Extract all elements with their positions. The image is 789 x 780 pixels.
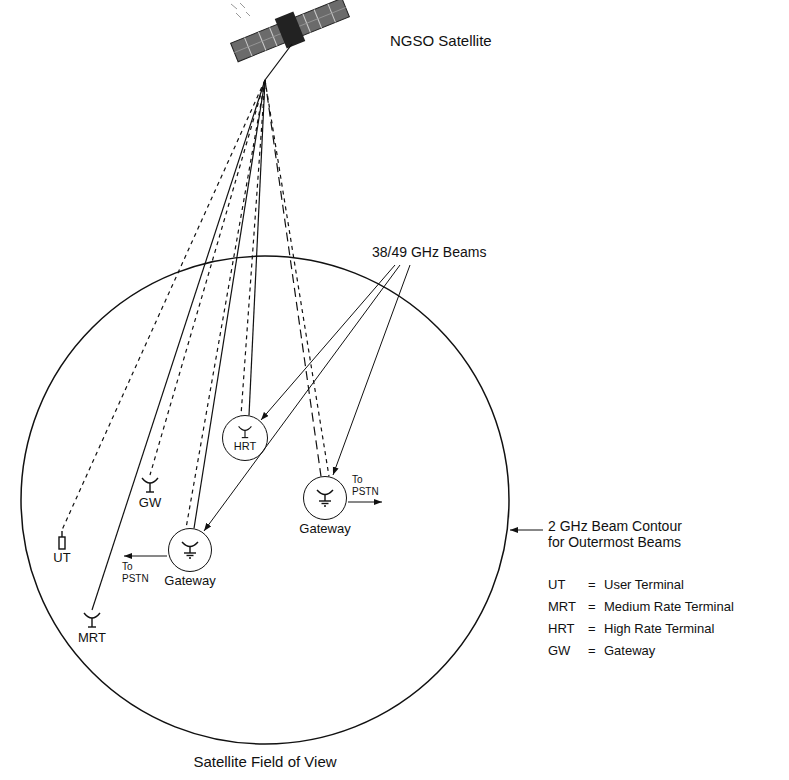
symbol-stroke (146, 491, 154, 492)
contour-label: 2 GHz Beam Contour for Outermost Beams (548, 518, 698, 550)
satellite-label: NGSO Satellite (390, 32, 492, 49)
symbol-stroke (239, 426, 252, 430)
gateway-terminal: GW (139, 475, 161, 511)
symbol-stroke (149, 483, 150, 492)
symbol-stroke (84, 613, 100, 618)
terminal-label: Gateway (164, 574, 215, 589)
legend-equals: = (588, 600, 596, 615)
beam-link (62, 80, 265, 530)
beam-link (194, 80, 265, 528)
satellite-illustration (228, 0, 351, 80)
handheld-terminal-symbol (52, 530, 72, 550)
terminal-label: MRT (78, 631, 106, 646)
leader-line (204, 265, 400, 531)
user-terminal: UT (52, 530, 72, 566)
symbol-stroke (317, 490, 333, 495)
beam-link (265, 80, 329, 476)
beam-link (265, 80, 321, 476)
pstn-label: To PSTN (122, 561, 158, 584)
symbol-stroke (319, 500, 331, 501)
symbol-stroke (142, 478, 158, 483)
satellite-node: NGSO Satellite (225, 0, 510, 80)
leader-line (261, 265, 395, 420)
symbol-stroke (322, 503, 329, 504)
gateway-beam: Gateway (303, 476, 347, 520)
pstn-arrow (348, 502, 382, 503)
gateway-antenna-symbol (180, 540, 200, 560)
legend-abbreviation: UT (548, 578, 565, 593)
symbol-stroke (91, 618, 92, 627)
symbol-stroke (184, 552, 196, 553)
field-outline (20, 255, 510, 745)
leader-line (510, 530, 543, 531)
symbol-stroke (88, 626, 96, 627)
terminal-label: HRT (234, 440, 256, 452)
symbol-stroke (59, 537, 65, 549)
gateway-antenna-symbol (315, 488, 335, 508)
terminal-label: GW (139, 496, 161, 511)
symbol-stroke (244, 430, 245, 437)
symbol-stroke (187, 555, 194, 556)
terminal-label: UT (53, 551, 70, 566)
medium-rate-terminal: MRT (78, 610, 106, 646)
terminal-label: Gateway (299, 522, 350, 537)
pstn-label: To PSTN (352, 474, 388, 497)
legend-abbreviation: GW (548, 644, 570, 659)
beam-label: 38/49 GHz Beams (372, 244, 486, 260)
legend-meaning: Medium Rate Terminal (604, 600, 734, 615)
symbol-stroke (324, 495, 325, 501)
symbol-stroke (242, 437, 248, 438)
legend-equals: = (588, 578, 596, 593)
symbol-stroke (189, 547, 190, 553)
legend-abbreviation: MRT (548, 600, 576, 615)
beam-link (241, 80, 265, 415)
legend-meaning: High Rate Terminal (604, 622, 714, 637)
symbol-stroke (324, 505, 326, 506)
beam-link (92, 80, 265, 610)
symbol-stroke (182, 542, 198, 547)
legend-equals: = (588, 622, 596, 637)
legend-meaning: Gateway (604, 644, 655, 659)
legend-meaning: User Terminal (604, 578, 684, 593)
dish-antenna-symbol (82, 610, 102, 630)
field-outline-shape (21, 256, 509, 744)
field-caption: Satellite Field of View (20, 753, 510, 770)
pstn-arrow (124, 556, 167, 557)
legend-abbreviation: HRT (548, 622, 574, 637)
gateway-beam: Gateway (168, 528, 212, 572)
field-of-view-circle: Satellite Field of ViewUTMRTGWHRTGateway… (20, 255, 510, 745)
legend-equals: = (588, 644, 596, 659)
high-rate-terminal-beam: HRT (222, 415, 268, 461)
dish-antenna-symbol (140, 475, 160, 495)
symbol-stroke (189, 557, 191, 558)
symbol-stroke (61, 531, 62, 537)
beam-link (186, 80, 265, 528)
dish-antenna-symbol (237, 424, 253, 440)
